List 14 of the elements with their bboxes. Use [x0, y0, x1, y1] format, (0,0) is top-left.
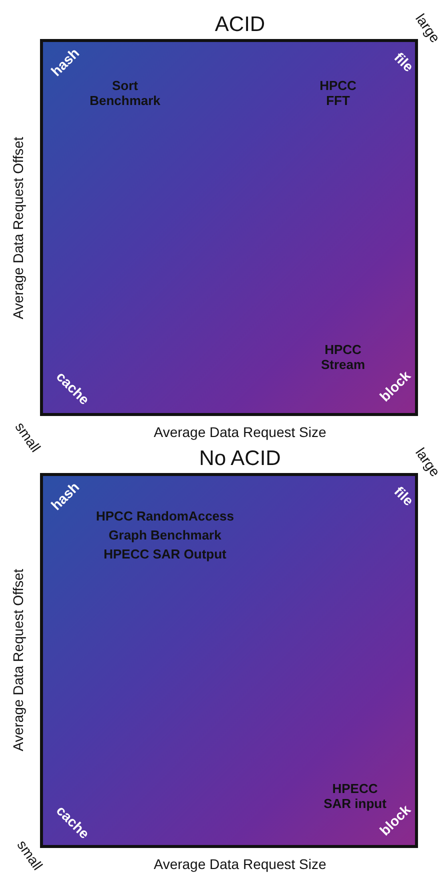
axis-title: Average Data Request Size	[154, 424, 326, 440]
workload-label: HPCC RandomAccess	[96, 510, 234, 524]
workload-label: HPCC FFT	[318, 79, 358, 109]
panel-title: No ACID	[199, 446, 281, 472]
axis-title: Average Data Request Offset	[10, 568, 26, 752]
axis-title: Average Data Request Offset	[10, 136, 26, 320]
axis-title: Average Data Request Size	[154, 856, 326, 872]
workload-label: HPCC Stream	[320, 343, 366, 373]
corner-label: file	[391, 49, 417, 75]
workload-label: Graph Benchmark	[108, 528, 222, 544]
workload-label: HPECC SAR Output	[104, 548, 226, 562]
panel-title: ACID	[214, 12, 266, 38]
workload-label: Sort Benchmark	[88, 79, 162, 109]
corner-label: file	[391, 483, 417, 509]
